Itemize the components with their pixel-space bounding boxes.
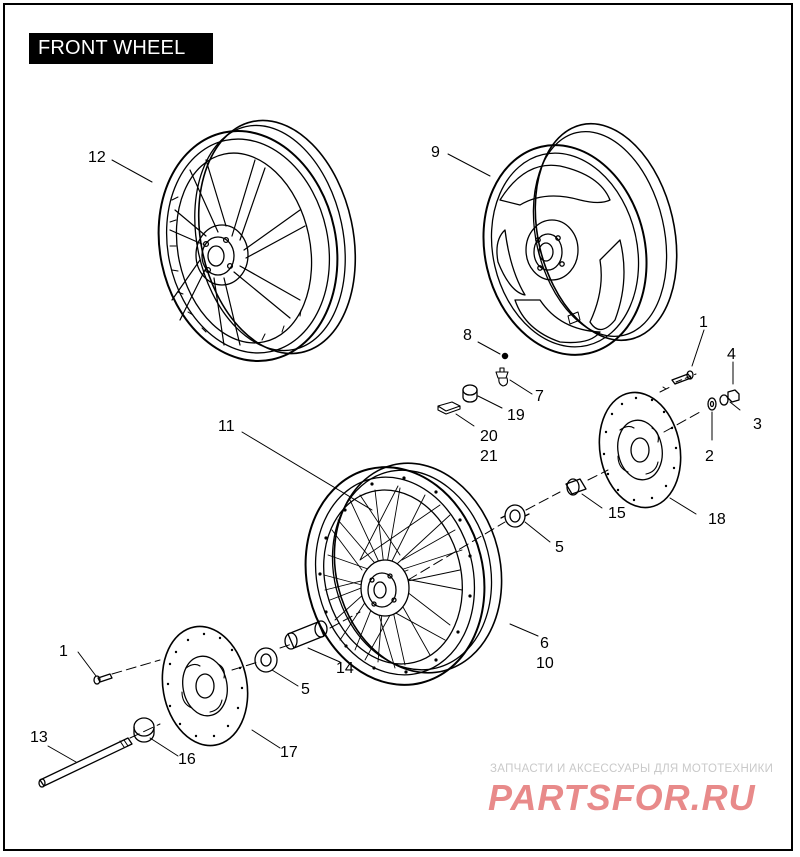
brake-rotor-17 — [161, 625, 249, 747]
callout-5-upper: 5 — [555, 539, 564, 556]
callout-19: 19 — [507, 407, 525, 424]
spoke-wheel-11 — [304, 462, 503, 686]
lower-bolt-axle — [38, 673, 155, 788]
callout-20: 20 — [480, 428, 498, 445]
callout-18: 18 — [708, 511, 726, 528]
brake-rotor-18 — [598, 391, 682, 509]
upper-bolt-washers — [662, 370, 740, 411]
callout-1-lower: 1 — [59, 643, 68, 660]
callout-labels: 12 9 1 4 3 2 8 7 19 20 21 11 15 18 5 6 1… — [30, 144, 762, 768]
callout-4: 4 — [727, 346, 736, 363]
watermark-logo: PARTSFOR.RU — [488, 778, 756, 818]
callout-10: 10 — [536, 655, 554, 672]
callout-16: 16 — [178, 751, 196, 768]
callout-9: 9 — [431, 144, 440, 161]
watermark-tagline: ЗАПЧАСТИ И АКСЕССУАРЫ ДЛЯ МОТОТЕХНИКИ — [490, 763, 774, 775]
spacer-15-bearing-5 — [500, 478, 587, 528]
callout-8: 8 — [463, 327, 472, 344]
callout-2: 2 — [705, 448, 714, 465]
spacer-14-bearing-5 — [254, 620, 328, 673]
callout-13: 13 — [30, 729, 48, 746]
callout-1-upper: 1 — [699, 314, 708, 331]
callout-11: 11 — [218, 418, 235, 435]
cast-wheel-12 — [157, 119, 357, 362]
callout-17: 17 — [280, 744, 298, 761]
leader-lines — [47, 153, 741, 763]
diagram-frame — [3, 3, 793, 851]
callout-14: 14 — [336, 660, 354, 677]
callout-6: 6 — [540, 635, 549, 652]
callout-12: 12 — [88, 149, 106, 166]
axis-center-lines — [111, 385, 701, 739]
callout-5-lower: 5 — [301, 681, 310, 698]
disc-wheel-9 — [482, 122, 678, 356]
callout-7: 7 — [535, 388, 544, 405]
small-parts — [437, 352, 509, 415]
callout-15: 15 — [608, 505, 626, 522]
callout-21: 21 — [480, 448, 498, 465]
callout-3: 3 — [753, 416, 762, 433]
watermark-logo-text: PARTSFOR.RU — [488, 778, 756, 818]
diagram-title: FRONT WHEEL — [29, 33, 213, 64]
